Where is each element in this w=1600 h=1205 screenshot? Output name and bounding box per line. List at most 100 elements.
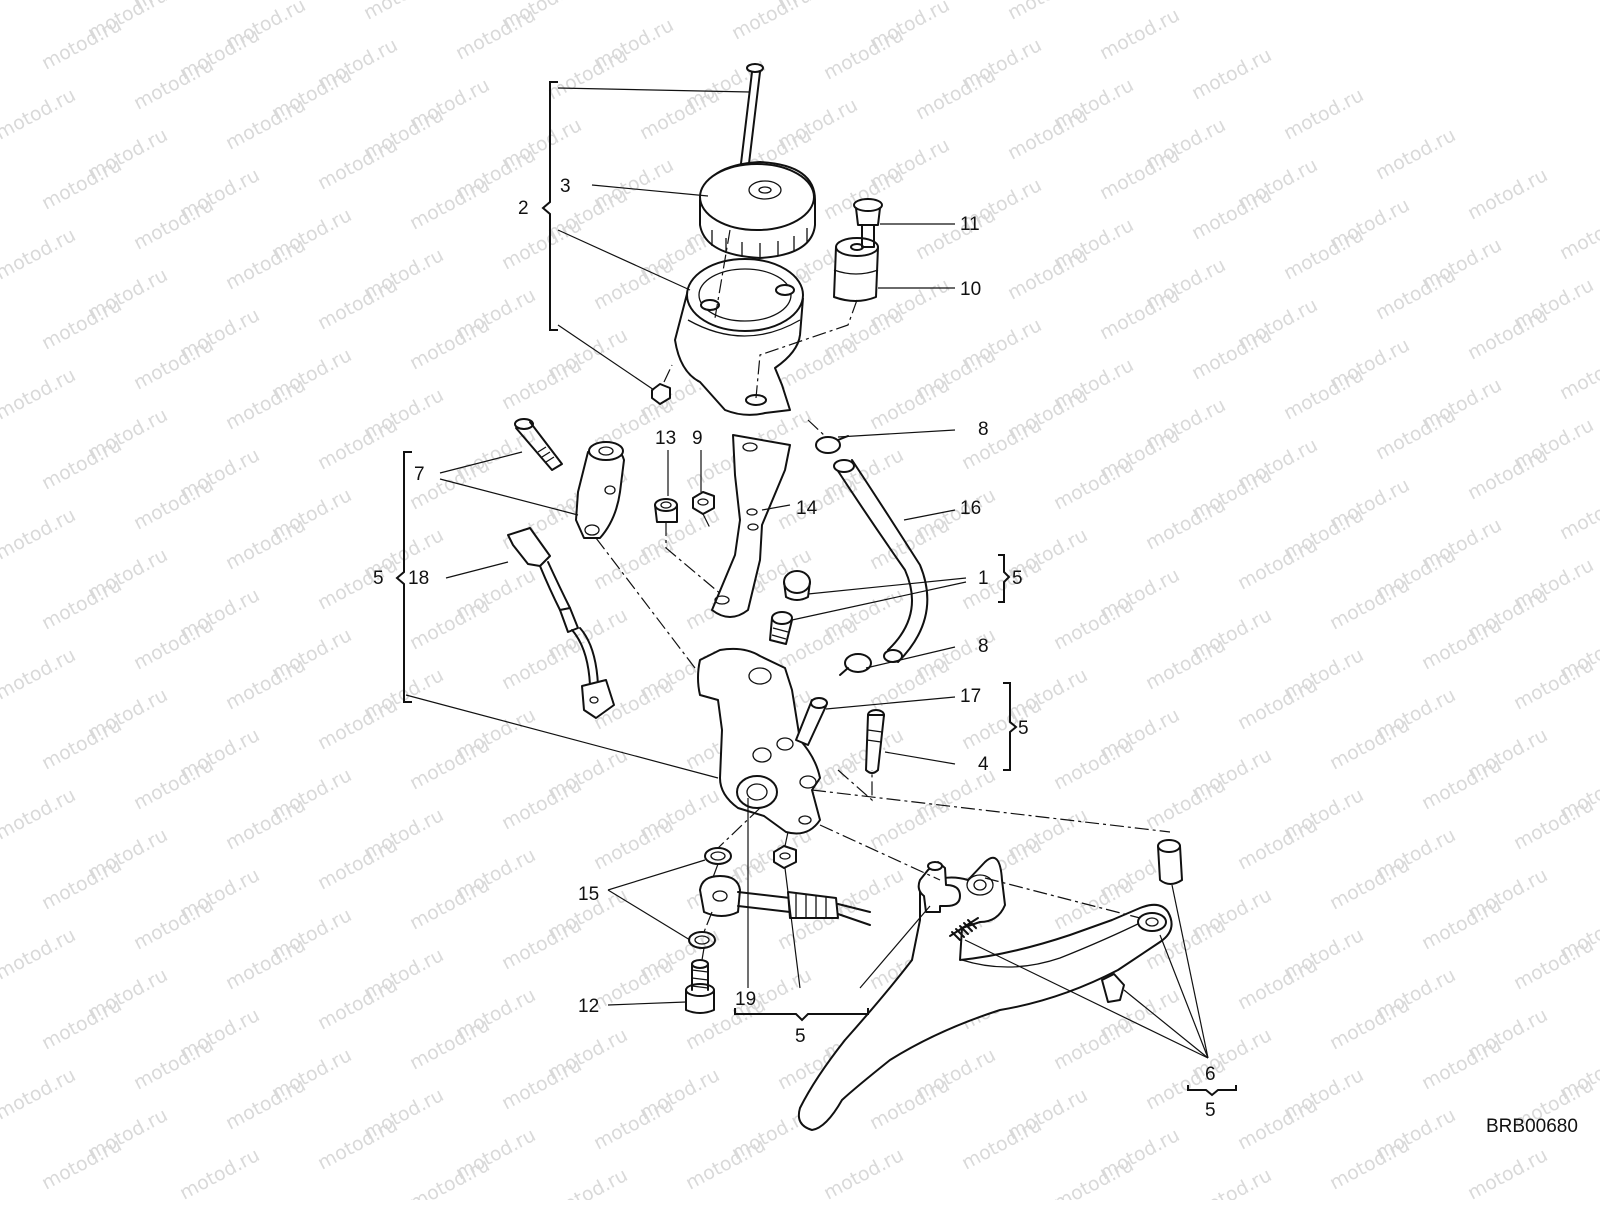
watermark-text: motod.ru: [406, 874, 493, 934]
watermark-text: motod.ru: [130, 614, 217, 674]
watermark-text: motod.ru: [590, 254, 677, 314]
watermark-text: motod.ru: [314, 834, 401, 894]
pivot-pin: [865, 709, 885, 774]
watermark-text: motod.ru: [314, 414, 401, 474]
hose-clamp-lower: [839, 653, 872, 676]
label-8-upper: 8: [978, 419, 989, 440]
watermark-text: motod.ru: [1234, 534, 1321, 594]
watermark-text: motod.ru: [222, 514, 309, 574]
pivot-nut: [773, 845, 797, 869]
label-2: 2: [518, 198, 529, 219]
watermark-text: motod.ru: [1050, 454, 1137, 514]
watermark-text: motod.ru: [1418, 614, 1505, 674]
watermark-text: motod.ru: [1280, 224, 1367, 284]
watermark-text: motod.ru: [866, 794, 953, 854]
watermark-text: motod.ru: [1188, 184, 1275, 244]
watermark-text: motod.ru: [0, 0, 79, 4]
watermark-text: motod.ru: [1188, 44, 1275, 104]
watermark-text: motod.ru: [1326, 714, 1413, 774]
handlebar-clamp: [575, 441, 625, 539]
watermark-text: motod.ru: [1326, 574, 1413, 634]
watermark-text: motod.ru: [682, 1134, 769, 1194]
watermark-text: motod.ru: [912, 64, 999, 124]
watermark-text: motod.ru: [1510, 794, 1597, 854]
watermark-text: motod.ru: [1464, 1144, 1551, 1200]
watermark-text: motod.ru: [1096, 4, 1183, 64]
watermark-text: motod.ru: [820, 1144, 907, 1200]
drawing-code: BRB00680: [1486, 1116, 1578, 1137]
watermark-text: motod.ru: [314, 134, 401, 194]
watermark-text: motod.ru: [314, 274, 401, 334]
watermark-text: motod.ru: [1050, 734, 1137, 794]
watermark-text: motod.ru: [314, 1114, 401, 1174]
reservoir-cap: [699, 161, 816, 259]
hose-clamp-upper: [815, 435, 849, 454]
watermark-text: motod.ru: [38, 994, 125, 1054]
watermark-text: motod.ru: [590, 954, 677, 1014]
watermark-text: motod.ru: [0, 224, 79, 284]
watermark-text: motod.ru: [498, 214, 585, 274]
watermark-text: motod.ru: [452, 4, 539, 64]
watermark-text: motod.ru: [360, 0, 447, 24]
label-13: 13: [655, 428, 676, 449]
brake-light-switch: [507, 527, 615, 719]
watermark-text: motod.ru: [1188, 1164, 1275, 1200]
watermark-text: motod.ru: [176, 1144, 263, 1200]
watermark-text: motod.ru: [636, 84, 723, 144]
watermark-text: motod.ru: [130, 754, 217, 814]
watermark-text: motod.ru: [1234, 674, 1321, 734]
nut-9: [692, 491, 715, 515]
watermark-text: motod.ru: [1372, 264, 1459, 324]
watermark-text: motod.ru: [130, 894, 217, 954]
watermark-text: motod.ru: [1050, 1014, 1137, 1074]
watermark-text: motod.ru: [1004, 104, 1091, 164]
watermark-text: motod.ru: [774, 474, 861, 534]
watermark-text: motod.ru: [498, 774, 585, 834]
watermark-text: motod.ru: [38, 574, 125, 634]
hose: [833, 459, 929, 663]
watermark-text: motod.ru: [0, 504, 79, 564]
watermark-text: motod.ru: [1050, 1154, 1137, 1200]
watermark-text: motod.ru: [38, 14, 125, 74]
watermark-text: motod.ru: [1004, 244, 1091, 304]
watermark-text: motod.ru: [38, 294, 125, 354]
watermark-text: motod.ru: [1326, 1134, 1413, 1194]
watermark-text: motod.ru: [820, 24, 907, 84]
watermark-text: motod.ru: [498, 914, 585, 974]
watermark-text: motod.ru: [1418, 1034, 1505, 1094]
label-1: 1: [978, 568, 989, 589]
watermark-text: motod.ru: [1510, 934, 1597, 994]
watermark-text: motod.ru: [1418, 894, 1505, 954]
watermark-text: motod.ru: [958, 414, 1045, 474]
watermark-text: motod.ru: [222, 1074, 309, 1134]
watermark-text: motod.ru: [1142, 634, 1229, 694]
watermark-text: motod.ru: [222, 234, 309, 294]
watermark-text: motod.ru: [544, 44, 631, 104]
label-18: 18: [408, 568, 429, 589]
watermark-text: motod.ru: [1464, 304, 1551, 364]
label-3: 3: [560, 176, 571, 197]
label-8-lower: 8: [978, 636, 989, 657]
label-17: 17: [960, 686, 981, 707]
watermark-text: motod.ru: [130, 334, 217, 394]
watermark-text: motod.ru: [498, 354, 585, 414]
watermark-text: motod.ru: [0, 924, 79, 984]
watermark-text: motod.ru: [130, 194, 217, 254]
watermark-text: motod.ru: [38, 714, 125, 774]
watermark-text: motod.ru: [0, 1064, 79, 1124]
watermark-text: motod.ru: [1556, 204, 1600, 264]
watermark-text: motod.ru: [406, 1154, 493, 1200]
watermark-text: motod.ru: [1326, 854, 1413, 914]
watermark-text: motod.ru: [406, 594, 493, 654]
label-5-bottom: 5: [795, 1026, 806, 1047]
leader-lines: [405, 87, 1209, 1059]
lever-adjuster: [917, 861, 961, 913]
watermark-text: motod.ru: [590, 1094, 677, 1154]
watermark-text: motod.ru: [636, 0, 723, 4]
watermark-text: motod.ru: [1050, 594, 1137, 654]
adjuster-spring: [949, 917, 979, 941]
watermark-text: motod.ru: [590, 534, 677, 594]
watermark-text: motod.ru: [222, 94, 309, 154]
